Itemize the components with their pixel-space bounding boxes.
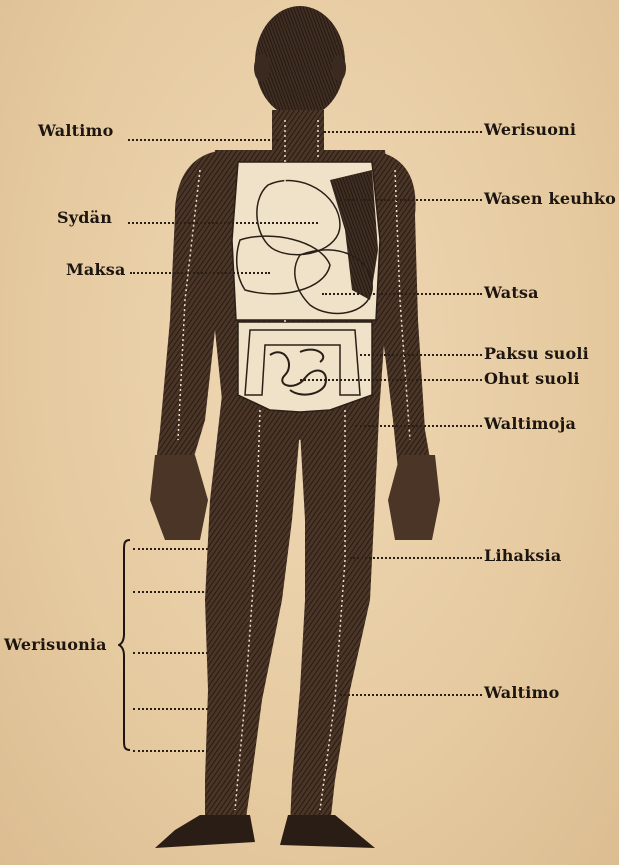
label-werisuoni: Werisuoni — [484, 121, 576, 139]
label-lihaksia: Lihaksia — [484, 547, 561, 565]
right-leg — [290, 395, 380, 825]
label-ohut-suoli: Ohut suoli — [484, 370, 580, 388]
right-hand — [388, 455, 440, 540]
label-waltimoja: Waltimoja — [484, 415, 576, 433]
leader-line-werisuonia-1 — [133, 548, 208, 550]
label-werisuonia: Werisuonia — [4, 636, 107, 654]
right-foot — [280, 815, 375, 848]
leader-line-waltimo-top — [128, 139, 278, 141]
leader-line-werisuonia-2 — [133, 591, 208, 593]
label-vasen-keuhko: Wasen keuhko — [484, 190, 616, 208]
label-sydan: Sydän — [57, 209, 112, 227]
leader-line-maksa — [130, 272, 270, 274]
leader-line-werisuonia-3 — [133, 652, 208, 654]
leader-line-werisuoni — [324, 131, 482, 133]
leader-line-lihaksia — [350, 557, 482, 559]
leader-line-sydan — [128, 222, 318, 224]
leader-line-waltimo-bottom — [340, 694, 482, 696]
right-ear — [332, 55, 346, 81]
label-watsa: Watsa — [484, 284, 539, 302]
left-foot — [155, 815, 255, 848]
left-leg — [205, 395, 300, 825]
leader-line-werisuonia-4 — [133, 708, 208, 710]
leader-line-waltimoja — [355, 425, 482, 427]
leader-line-paksu-suoli — [360, 354, 482, 356]
left-ear — [254, 54, 270, 82]
leader-line-werisuonia-5 — [133, 750, 208, 752]
leader-line-ohut-suoli — [300, 379, 482, 381]
leader-line-vasen-keuhko — [340, 199, 482, 201]
label-waltimo-top: Waltimo — [38, 122, 114, 140]
label-maksa: Maksa — [66, 261, 126, 279]
brace-icon — [118, 538, 132, 752]
label-waltimo-bottom: Waltimo — [484, 684, 560, 702]
leader-line-watsa — [322, 293, 482, 295]
left-hand — [150, 455, 208, 540]
label-paksu-suoli: Paksu suoli — [484, 345, 589, 363]
